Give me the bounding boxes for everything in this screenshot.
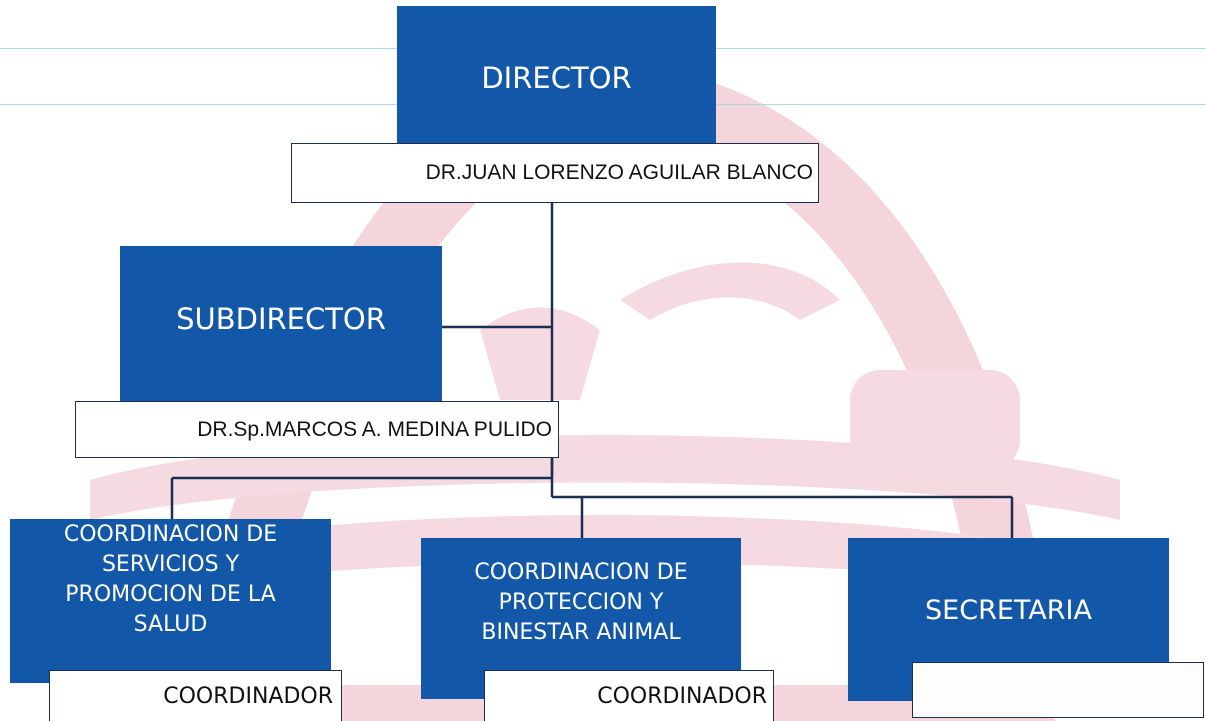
coord-animal-line-3: BINESTAR ANIMAL (481, 619, 681, 645)
coord-animal-role: COORDINADOR (597, 683, 767, 709)
subdirector-name: DR.Sp.MARCOS A. MEDINA PULIDO (197, 417, 552, 441)
secretaria-role-label (912, 662, 1204, 718)
coord-salud-box: COORDINACION DE SERVICIOS Y PROMOCION DE… (10, 519, 331, 683)
coord-animal-role-label: COORDINADOR (484, 670, 774, 721)
coord-salud-role-label: COORDINADOR (49, 670, 342, 721)
coord-salud-line-1: COORDINACION DE (63, 522, 278, 547)
subdirector-title: SUBDIRECTOR (176, 302, 386, 336)
subdirector-box: SUBDIRECTOR (120, 246, 442, 407)
coord-salud-line-2: SERVICIOS Y (101, 552, 240, 577)
coord-animal-line-1: COORDINACION DE (474, 559, 688, 585)
coord-animal-line-2: PROTECCION Y (498, 589, 664, 615)
subdirector-name-label: DR.Sp.MARCOS A. MEDINA PULIDO (75, 401, 559, 458)
coord-salud-line-3: PROMOCION DE LA (65, 582, 276, 607)
director-box: DIRECTOR (397, 6, 716, 158)
director-title: DIRECTOR (481, 61, 632, 95)
secretaria-title: SECRETARIA (925, 595, 1092, 626)
coord-salud-role: COORDINADOR (163, 683, 333, 709)
coord-salud-line-4: SALUD (133, 612, 208, 637)
director-name: DR.JUAN LORENZO AGUILAR BLANCO (425, 161, 813, 184)
director-name-label: DR.JUAN LORENZO AGUILAR BLANCO (291, 143, 819, 203)
